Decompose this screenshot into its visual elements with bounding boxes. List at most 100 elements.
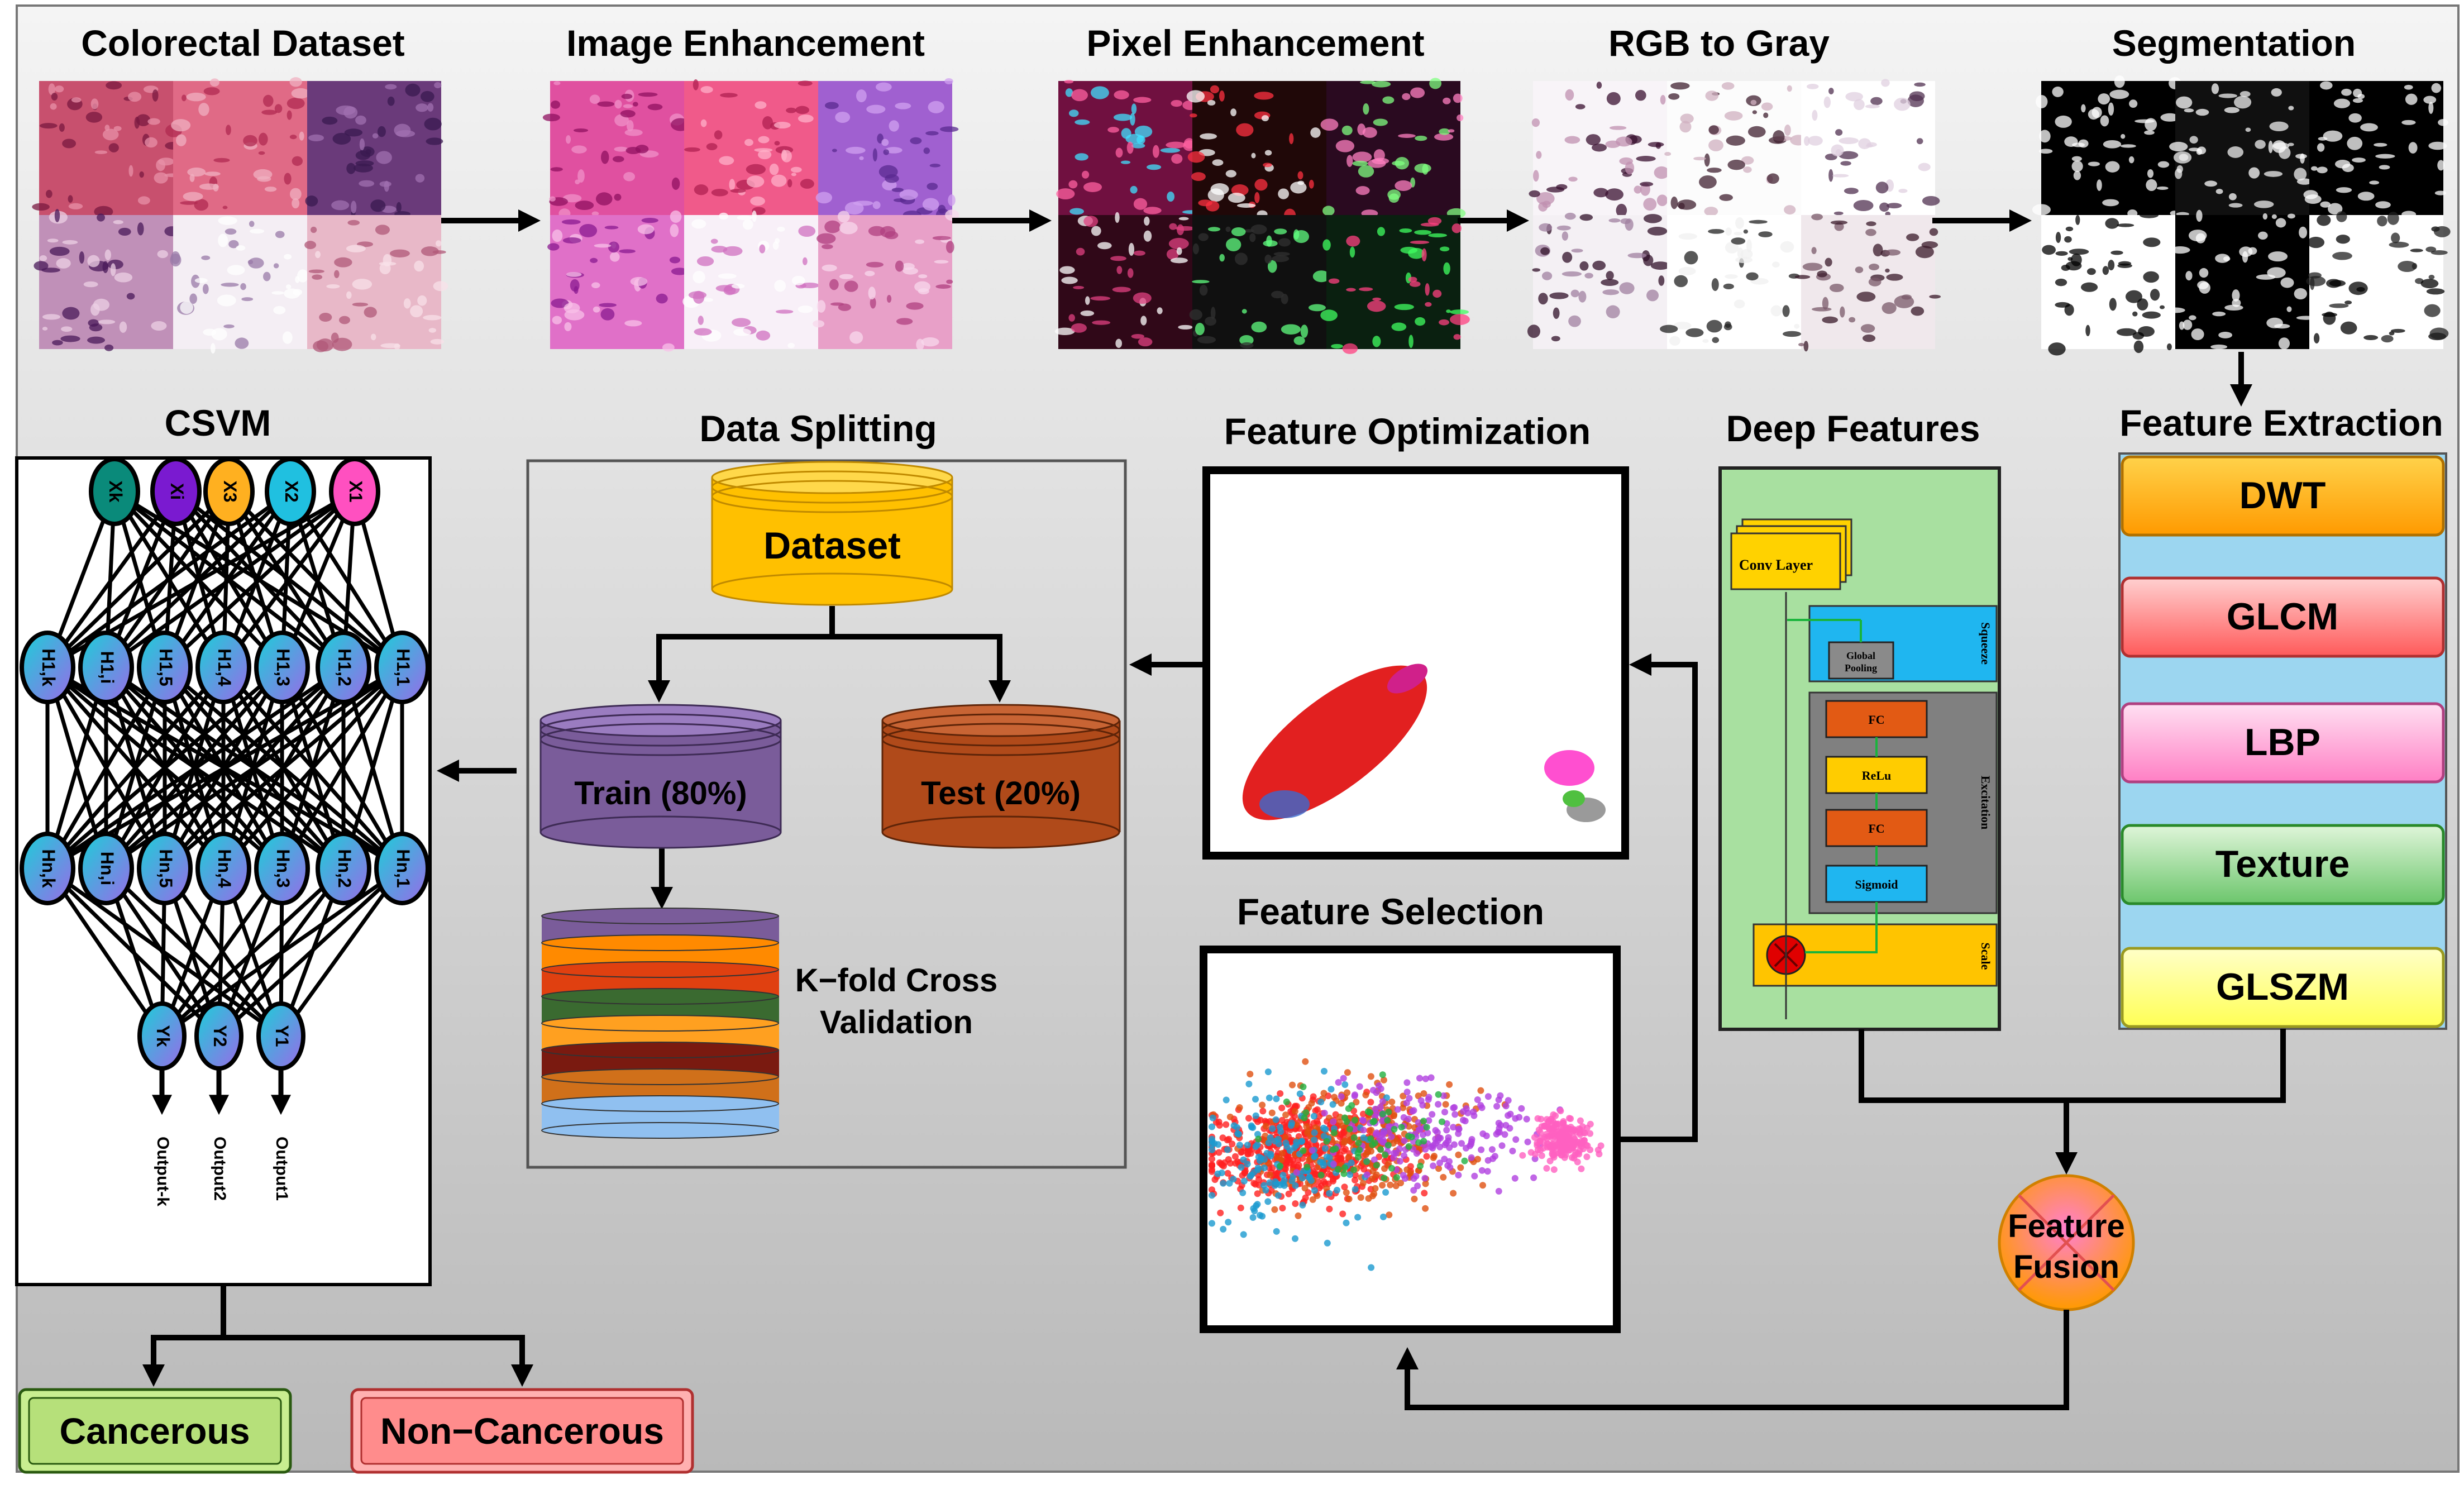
tissue-tile bbox=[1667, 81, 1801, 215]
feature-fusion-label-line1: Feature bbox=[2008, 1208, 2125, 1244]
class-non-cancerous: Non−Cancerous bbox=[350, 1388, 694, 1474]
optimization-cluster-red bbox=[1242, 665, 1427, 820]
colorectal-dataset-images bbox=[32, 77, 448, 354]
train-cylinder bbox=[541, 720, 781, 832]
fusion-connectors bbox=[437, 653, 2286, 1410]
feature-fusion-node: Feature Fusion bbox=[1998, 1174, 2135, 1311]
arrow-selection-to-optimization bbox=[1620, 653, 1698, 1142]
sigmoid-label: Sigmoid bbox=[1855, 877, 1898, 891]
output-node bbox=[256, 1001, 305, 1071]
pixel-enhancement-images bbox=[1054, 78, 1470, 354]
hidden2-node bbox=[254, 832, 310, 905]
dataset-cylinder bbox=[712, 478, 952, 589]
conv-layer-block bbox=[1730, 532, 1841, 590]
stage-title-data-splitting: Data Splitting bbox=[699, 408, 937, 449]
hidden2-node bbox=[137, 832, 193, 905]
input-node-label: X3 bbox=[220, 480, 240, 502]
tissue-tile bbox=[2041, 81, 2175, 215]
input-node-label: X2 bbox=[281, 480, 302, 502]
tissue-tile bbox=[818, 81, 952, 215]
hidden1-node-label: H1,3 bbox=[273, 648, 293, 686]
class-cancerous-label: Cancerous bbox=[59, 1410, 250, 1452]
hidden1-node bbox=[78, 631, 134, 704]
squeeze-label: Squeeze bbox=[1979, 622, 1993, 665]
hidden1-node-label: H1,i bbox=[97, 651, 117, 684]
tissue-tile bbox=[684, 81, 818, 215]
conv-layer-label: Conv Layer bbox=[1739, 557, 1813, 573]
hidden2-node-label: Hn,1 bbox=[393, 849, 413, 887]
relu-label: ReLu bbox=[1862, 769, 1892, 782]
scale-label: Scale bbox=[1979, 943, 1993, 970]
stage-title-image-enhancement: Image Enhancement bbox=[566, 22, 925, 64]
feature-extraction-label-dwt: DWT bbox=[2239, 474, 2326, 517]
tissue-tile bbox=[307, 81, 441, 215]
fc2-label: FC bbox=[1868, 822, 1884, 836]
tissue-tile bbox=[39, 215, 173, 349]
feature-optimization-plot bbox=[1202, 466, 1629, 860]
hidden2-node bbox=[20, 832, 75, 905]
data-splitting-panel: Dataset Train (80%) Test (20%) K−fold Cr… bbox=[526, 459, 1127, 1169]
segmentation-images bbox=[2032, 75, 2451, 356]
relu-block bbox=[1825, 756, 1928, 794]
class-arrows bbox=[142, 1285, 533, 1387]
hidden1-node-label: H1,1 bbox=[393, 648, 413, 686]
output-node-label: Y1 bbox=[272, 1025, 292, 1047]
feature-extraction-item-texture bbox=[2121, 824, 2445, 905]
rgb-to-gray-images bbox=[1527, 79, 1941, 352]
deep-extraction-join bbox=[1859, 1029, 2286, 1103]
train-label: Train (80%) bbox=[574, 775, 747, 812]
feature-extraction-label-texture: Texture bbox=[2215, 843, 2350, 885]
input-node-label: Xi bbox=[167, 483, 187, 500]
stage-title-feature-extraction: Feature Extraction bbox=[2119, 402, 2443, 443]
feature-selection-plot bbox=[1200, 946, 1621, 1333]
hidden2-node bbox=[374, 832, 430, 905]
output-node bbox=[137, 1001, 187, 1071]
hidden2-node bbox=[195, 832, 251, 905]
kfold-label-line1: K−fold Cross bbox=[795, 962, 998, 999]
arrow-fusion-to-selection bbox=[1396, 1310, 2069, 1410]
hidden1-node bbox=[374, 631, 430, 704]
feature-extraction-label-glszm: GLSZM bbox=[2216, 966, 2349, 1008]
fc1-block bbox=[1825, 700, 1928, 738]
stage-title-segmentation: Segmentation bbox=[2112, 22, 2356, 64]
hidden2-node-label: Hn,3 bbox=[273, 849, 293, 887]
feature-extraction-item-lbp bbox=[2121, 702, 2445, 784]
hidden1-node bbox=[137, 631, 193, 704]
tissue-tile bbox=[39, 81, 173, 215]
tissue-tile bbox=[1533, 215, 1667, 349]
global-pooling-text: Global bbox=[1846, 650, 1875, 661]
feature-extraction-label-lbp: LBP bbox=[2245, 721, 2320, 763]
global-pooling-block bbox=[1828, 641, 1894, 680]
kfold-stack bbox=[541, 908, 779, 1139]
hidden1-node-label: H1,k bbox=[39, 648, 59, 686]
input-node bbox=[89, 457, 140, 526]
hidden1-node-label: H1,4 bbox=[214, 648, 235, 686]
input-node bbox=[203, 457, 255, 526]
optimization-cluster-pink bbox=[1544, 750, 1594, 786]
class-cancerous: Cancerous bbox=[18, 1388, 292, 1474]
test-label: Test (20%) bbox=[921, 775, 1081, 812]
input-node bbox=[329, 457, 380, 526]
stage-title-csvm: CSVM bbox=[165, 402, 271, 443]
stage-title-rgb-to-gray: RGB to Gray bbox=[1608, 22, 1830, 64]
hidden1-node-label: H1,2 bbox=[335, 648, 355, 686]
hidden1-node bbox=[195, 631, 251, 704]
excitation-label: Excitation bbox=[1979, 776, 1993, 830]
input-node bbox=[265, 457, 316, 526]
output-label: Output-k bbox=[154, 1137, 172, 1206]
tissue-tile bbox=[307, 215, 441, 349]
hidden1-node bbox=[254, 631, 310, 704]
dataset-label: Dataset bbox=[763, 524, 901, 567]
hidden2-node-label: Hn,4 bbox=[214, 849, 235, 888]
hidden2-node bbox=[316, 832, 371, 905]
tissue-tile bbox=[818, 215, 952, 349]
kfold-label-line2: Validation bbox=[820, 1004, 973, 1040]
hidden2-node-label: Hn,2 bbox=[335, 849, 355, 887]
stage-title-pixel-enhancement: Pixel Enhancement bbox=[1086, 22, 1424, 64]
tissue-tile bbox=[2309, 81, 2443, 215]
hidden1-node bbox=[316, 631, 371, 704]
